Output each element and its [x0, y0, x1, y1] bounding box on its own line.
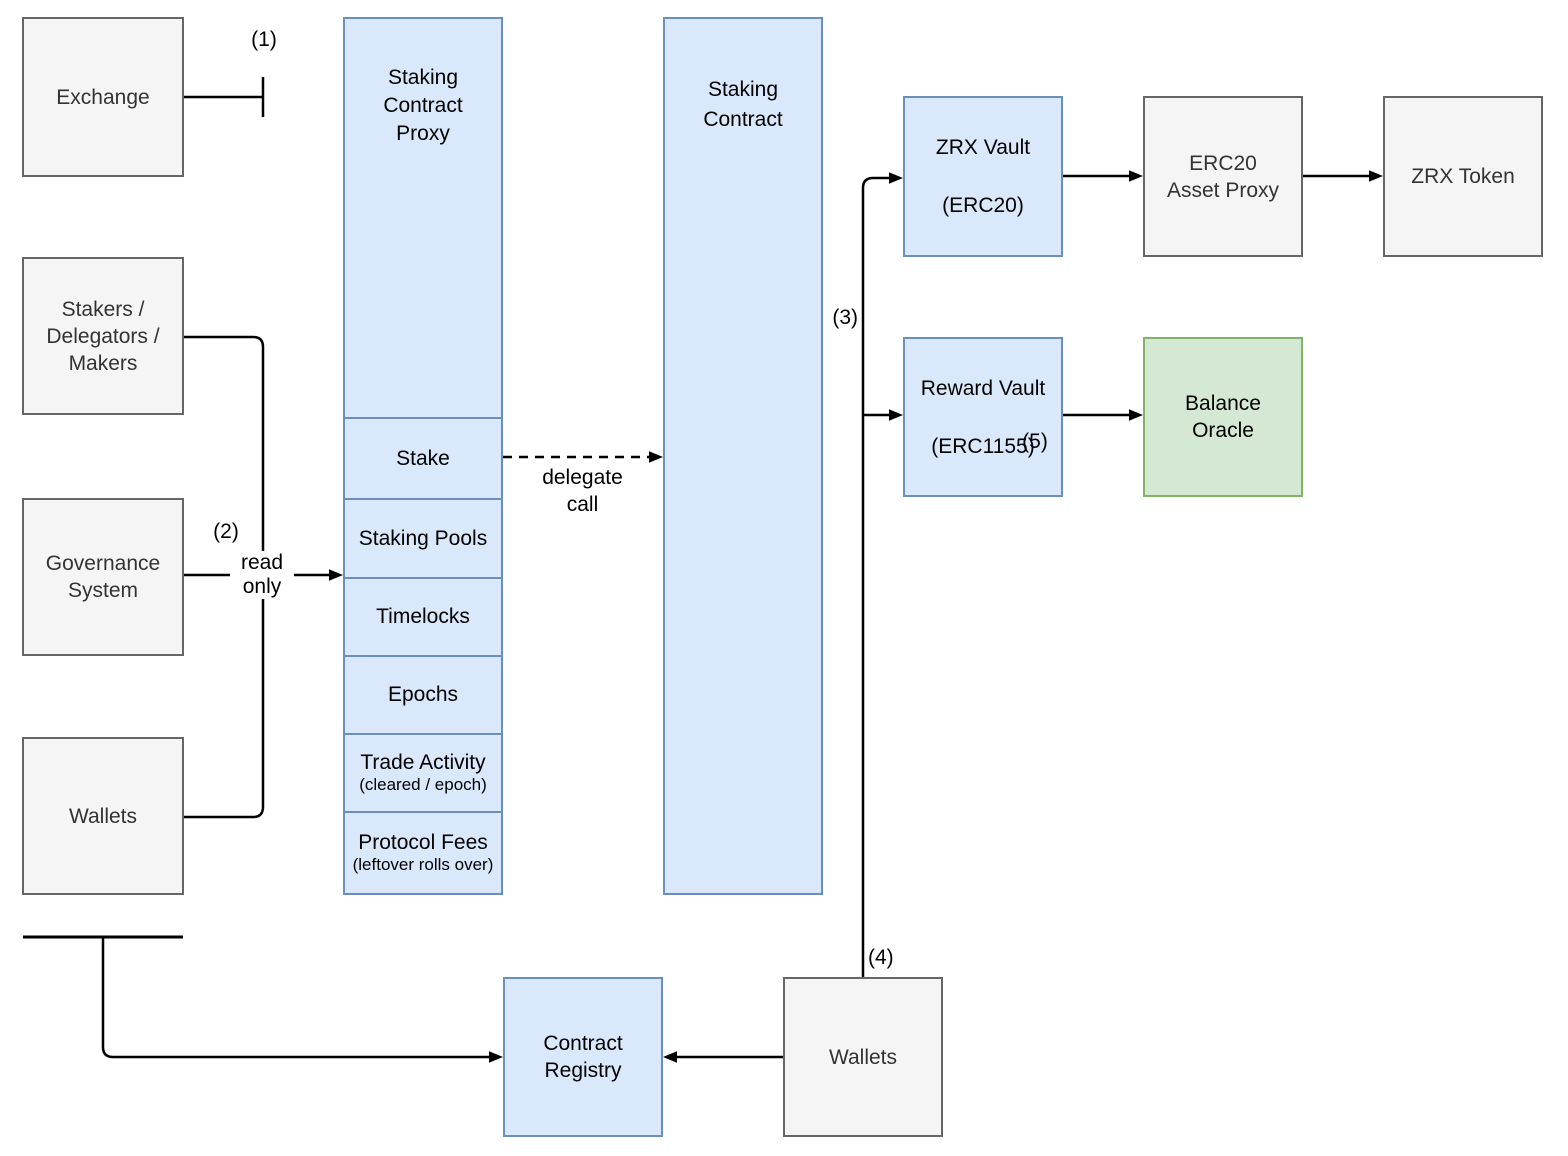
delegate-call-line: call [566, 493, 599, 516]
reward-vault-title: Reward Vault [920, 376, 1046, 400]
proxy-row-epochs: Epochs [345, 655, 501, 733]
balance-oracle-line: Balance [1185, 392, 1261, 415]
edge-exchange-blocked [184, 77, 265, 117]
edge-wallets-registry [663, 1051, 783, 1063]
proxy-row-label: Protocol Fees [358, 831, 488, 854]
staking-contract-line: Contract [703, 108, 783, 131]
node-stakers-delegators-makers: Stakers / Delegators / Makers [22, 257, 184, 415]
proxy-row-protocol-fees: Protocol Fees (leftover rolls over) [345, 811, 501, 893]
node-zrx-vault: ZRX Vault (ERC20) [903, 96, 1063, 257]
node-exchange: Exchange [22, 17, 184, 177]
node-exchange-label: Exchange [56, 85, 150, 109]
proxy-row-stake: Stake [345, 417, 501, 498]
erc20-asset-proxy-line: Asset Proxy [1166, 178, 1280, 202]
edge-label-delegate-call: delegate call [530, 464, 635, 518]
node-governance-line: System [67, 579, 138, 602]
node-wallets-bottom: Wallets [783, 977, 943, 1137]
node-stakers-line: Stakers / [61, 297, 145, 321]
node-staking-contract-proxy: Staking Contract Proxy Stake Staking Poo… [343, 17, 503, 895]
node-wallets-left: Wallets [22, 737, 184, 895]
proxy-row-label: Timelocks [376, 605, 470, 628]
read-only-line: read [240, 551, 284, 574]
zrx-vault-subtitle: (ERC20) [942, 194, 1024, 217]
edge-label-step2: (2) [213, 520, 239, 543]
read-only-line: only [242, 575, 282, 598]
proxy-row-timelocks: Timelocks [345, 577, 501, 655]
staking-contract-title: Staking Contract [665, 19, 821, 135]
proxy-row-label: Epochs [387, 683, 459, 706]
edge-rewardvault-oracle [1063, 409, 1143, 421]
proxy-title-line: Contract [383, 94, 463, 117]
node-governance-line: Governance [45, 552, 161, 575]
edge-assetproxy-zrxtoken [1303, 170, 1383, 182]
node-balance-oracle: Balance Oracle [1143, 337, 1303, 497]
proxy-row-staking-pools: Staking Pools [345, 498, 501, 577]
zrx-vault-title: ZRX Vault [935, 136, 1031, 159]
edge-label-step3: (3) [832, 306, 858, 329]
node-stakers-line: Delegators / [46, 324, 160, 348]
contract-registry-line: Contract [543, 1032, 623, 1055]
staking-contract-proxy-title: Staking Contract Proxy [345, 19, 501, 417]
proxy-row-sublabel: (cleared / epoch) [359, 775, 487, 794]
delegate-call-line: delegate [542, 466, 623, 489]
node-contract-registry: Contract Registry [503, 977, 663, 1137]
proxy-row-label: Stake [396, 446, 450, 470]
edge-zrxvault-assetproxy [1063, 170, 1143, 182]
proxy-row-label: Trade Activity [360, 751, 486, 774]
node-erc20-asset-proxy: ERC20 Asset Proxy [1143, 96, 1303, 257]
proxy-row-label: Staking Pools [358, 526, 488, 550]
proxy-title-line: Proxy [396, 122, 450, 145]
edge-wallets-vaults-trunk [861, 172, 903, 977]
edge-delegate-call-arrow [503, 451, 663, 463]
edge-leftgroup-registry [23, 935, 503, 1063]
edge-label-read-only: read only [230, 551, 294, 599]
node-zrx-token: ZRX Token [1383, 96, 1543, 257]
edge-label-step1: (1) [251, 28, 277, 51]
node-wallets-bottom-label: Wallets [828, 1045, 898, 1069]
erc20-asset-proxy-line: ERC20 [1189, 151, 1257, 175]
edge-label-step4: (4) [868, 946, 894, 969]
reward-vault-subtitle: (ERC1155) [931, 434, 1035, 458]
proxy-title-line: Staking [387, 66, 459, 89]
node-staking-contract: Staking Contract [663, 17, 823, 895]
node-wallets-left-label: Wallets [68, 804, 138, 828]
edge-label-step5: (5) [1022, 430, 1048, 453]
contract-registry-line: Registry [544, 1059, 622, 1082]
staking-contract-line: Staking [707, 78, 779, 101]
balance-oracle-line: Oracle [1192, 419, 1254, 442]
node-stakers-line: Makers [68, 351, 138, 375]
proxy-row-trade-activity: Trade Activity (cleared / epoch) [345, 733, 501, 811]
zrx-token-label: ZRX Token [1411, 165, 1515, 188]
node-reward-vault: Reward Vault (ERC1155) [903, 337, 1063, 497]
proxy-row-sublabel: (leftover rolls over) [352, 855, 494, 874]
node-governance-system: Governance System [22, 498, 184, 656]
